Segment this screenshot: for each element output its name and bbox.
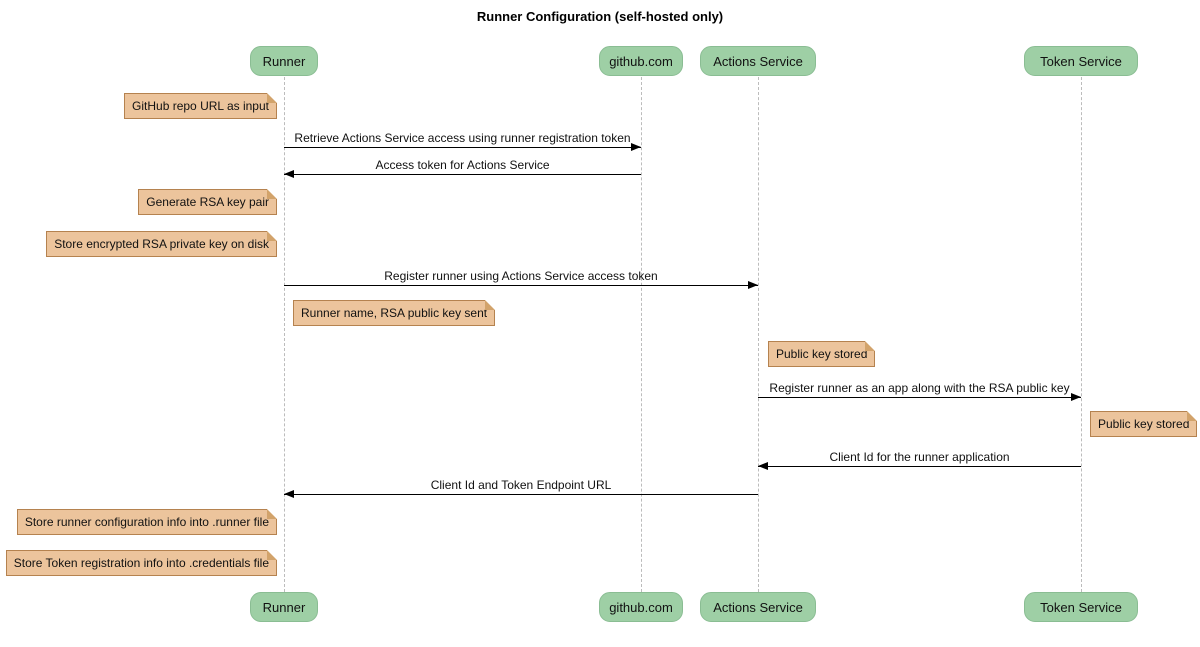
message-line xyxy=(758,397,1081,398)
lifeline-runner xyxy=(284,77,285,592)
message-label: Register runner using Actions Service ac… xyxy=(384,269,658,283)
participant-runner-top: Runner xyxy=(250,46,318,76)
note-generate-rsa-key-pair: Generate RSA key pair xyxy=(138,189,277,215)
note-store-private-key: Store encrypted RSA private key on disk xyxy=(46,231,277,257)
arrowhead-left-icon xyxy=(758,462,768,470)
participant-runner-bottom: Runner xyxy=(250,592,318,622)
participant-actions-service-bottom: Actions Service xyxy=(700,592,816,622)
participant-token-service-top: Token Service xyxy=(1024,46,1138,76)
lifeline-github xyxy=(641,77,642,592)
message-label: Client Id for the runner application xyxy=(829,450,1010,464)
message-line xyxy=(284,174,641,175)
message-label: Retrieve Actions Service access using ru… xyxy=(294,131,631,145)
note-runner-name-sent: Runner name, RSA public key sent xyxy=(293,300,496,326)
participant-github-top: github.com xyxy=(599,46,683,76)
participant-actions-service-top: Actions Service xyxy=(700,46,816,76)
message-label: Client Id and Token Endpoint URL xyxy=(430,478,612,492)
message-line xyxy=(284,494,758,495)
note-public-key-stored-actions: Public key stored xyxy=(768,341,876,367)
lifeline-actions-service xyxy=(758,77,759,592)
note-store-runner-file: Store runner configuration info into .ru… xyxy=(16,509,278,535)
arrowhead-left-icon xyxy=(284,170,294,178)
lifeline-token-service xyxy=(1081,77,1082,592)
arrowhead-right-icon xyxy=(748,281,758,289)
diagram-title: Runner Configuration (self-hosted only) xyxy=(476,9,724,24)
participant-github-bottom: github.com xyxy=(599,592,683,622)
message-line xyxy=(284,285,758,286)
message-label: Access token for Actions Service xyxy=(375,158,550,172)
message-label: Register runner as an app along with the… xyxy=(769,381,1070,395)
message-line xyxy=(284,147,641,148)
message-line xyxy=(758,466,1081,467)
note-store-credentials-file: Store Token registration info into .cred… xyxy=(5,550,278,576)
arrowhead-left-icon xyxy=(284,490,294,498)
note-public-key-stored-token: Public key stored xyxy=(1090,411,1198,437)
arrowhead-right-icon xyxy=(631,143,641,151)
participant-token-service-bottom: Token Service xyxy=(1024,592,1138,622)
arrowhead-right-icon xyxy=(1071,393,1081,401)
note-github-repo-url: GitHub repo URL as input xyxy=(124,93,277,119)
